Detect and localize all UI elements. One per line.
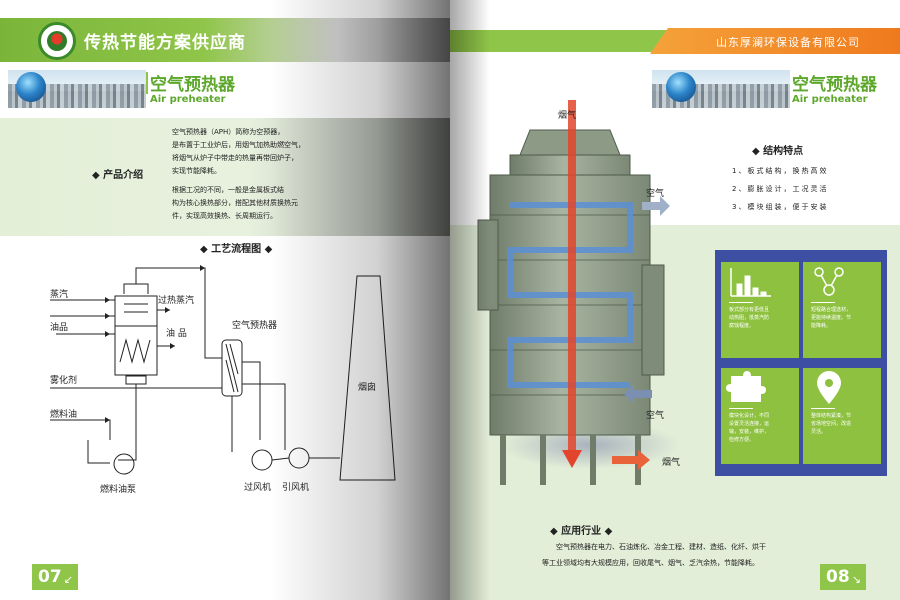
brand-slogan: 传热节能方案供应商 bbox=[84, 33, 246, 53]
label-superheated-steam: 过热蒸汽 bbox=[158, 294, 194, 306]
city-globe-banner-image bbox=[8, 70, 146, 108]
intro-line: 件，实现高效换热、长周期运行。 bbox=[172, 212, 277, 220]
feature-card: 模块化设计，不同设置灵活连接，运输，安装，维护， 检修方便。 bbox=[721, 368, 799, 464]
page-number-right: 08↘ bbox=[820, 564, 866, 590]
feature-card: 短程路合理选材， 更能持续温度。节能降耗。 bbox=[803, 262, 881, 358]
arrow-down-left-icon: ↙ bbox=[63, 573, 73, 586]
intro-line: 根据工况的不同，一般是金属板式结 bbox=[172, 186, 284, 194]
bar-chart-icon bbox=[730, 268, 771, 297]
arrow-left-icon bbox=[624, 384, 652, 404]
process-flow-diagram: 蒸汽 过热蒸汽 油品 油 品 雾化剂 燃料油 燃料油泵 空气预热器 过风机 引风… bbox=[50, 265, 396, 495]
puzzle-icon bbox=[726, 371, 766, 402]
feature-item: 3、模块组装，便于安装 bbox=[732, 203, 829, 211]
furnace-body bbox=[114, 326, 158, 376]
card-text-line: 检修方便。 bbox=[729, 437, 755, 443]
diagram-title-text: 工艺流程图 bbox=[211, 244, 262, 255]
page-title-right: 空气预热器 bbox=[792, 75, 877, 95]
intro-line: 将烟气从炉子中带走的热量再带回炉子， bbox=[172, 154, 298, 162]
page-subtitle: Air preheater bbox=[150, 94, 226, 105]
arrow-right-icon bbox=[642, 196, 670, 216]
location-pin-icon bbox=[817, 371, 841, 404]
intro-label: ◆ 产品介绍 bbox=[92, 170, 144, 181]
card-text-line: 腐蚀程度。 bbox=[729, 323, 755, 329]
label-flue-gas-top: 烟气 bbox=[558, 111, 577, 121]
arrow-right-orange-icon bbox=[612, 450, 650, 470]
diagram-title: ◆ 工艺流程图 ◆ bbox=[200, 244, 273, 255]
intro-line: 空气预热器（APH）简称为空预器， bbox=[172, 128, 285, 136]
company-logo-icon bbox=[38, 22, 76, 60]
label-chimney: 烟囱 bbox=[358, 381, 376, 393]
feature-card-grid: 板式部分有更低且动热阻，抵蒸汽防腐蚀程度。 短程路合理选材， 更能持续温度。节能降… bbox=[715, 250, 887, 476]
label-blower: 过风机 bbox=[244, 481, 271, 493]
card-text-line: 灵活。 bbox=[811, 429, 827, 435]
banner-divider bbox=[146, 72, 148, 94]
chimney-shape bbox=[339, 275, 396, 481]
page-title: 空气预热器 bbox=[150, 75, 235, 95]
company-name: 山东厚澜环保设备有限公司 bbox=[716, 36, 860, 49]
arrow-down-right-icon: ↘ bbox=[851, 573, 861, 586]
page-number-left: 07↙ bbox=[32, 564, 78, 590]
card-text-line: 输，安装，维护， bbox=[729, 429, 770, 435]
intro-line: 实现节能降耗。 bbox=[172, 167, 221, 175]
application-line-2: 等工业领域均有大规模应用，回收尾气、烟气、乏汽余热，节能降耗。 bbox=[542, 559, 759, 567]
card-text-line: 更能持续温度。节 bbox=[811, 315, 852, 321]
application-title-text: 应用行业 bbox=[561, 526, 602, 537]
feature-item: 1、板式结构，换热高效 bbox=[732, 167, 829, 175]
label-oil-out: 油 品 bbox=[166, 327, 187, 339]
card-text-line: 省场地空间，改造 bbox=[811, 421, 852, 427]
feature-card: 板式部分有更低且动热阻，抵蒸汽防腐蚀程度。 bbox=[721, 262, 799, 358]
card-text-line: 短程路合理选材， bbox=[811, 307, 852, 313]
intro-paragraph-2: 根据工况的不同，一般是金属板式结 构为核心换热部分，搭配其他材质换热元 件，实现… bbox=[172, 184, 298, 223]
globe-icon bbox=[16, 72, 46, 102]
globe-icon-right bbox=[666, 72, 696, 102]
label-atomizer: 雾化剂 bbox=[50, 374, 77, 386]
fuel-pump-shape bbox=[113, 453, 135, 475]
coil bbox=[119, 338, 151, 364]
furnace-upper bbox=[114, 295, 158, 327]
label-steam: 蒸汽 bbox=[50, 288, 68, 300]
page-subtitle-right: Air preheater bbox=[792, 94, 868, 105]
page-number-right-text: 08 bbox=[826, 567, 850, 587]
feature-item: 2、膨胀设计，工况灵活 bbox=[732, 185, 829, 193]
intro-label-text: 产品介绍 bbox=[103, 170, 144, 181]
left-page: 传热节能方案供应商 空气预热器 Air preheater ◆ 产品介绍 空气预… bbox=[0, 0, 450, 600]
label-air-preheater: 空气预热器 bbox=[232, 319, 277, 331]
label-air-out: 空气 bbox=[646, 189, 665, 199]
blower-shape bbox=[251, 449, 273, 471]
label-flue-gas-out: 烟气 bbox=[662, 458, 681, 468]
label-fuel-pump: 燃料油泵 bbox=[100, 483, 136, 495]
label-fuel-oil: 燃料油 bbox=[50, 408, 77, 420]
features-title: ◆ 结构特点 bbox=[752, 146, 804, 157]
induced-fan-shape bbox=[288, 447, 310, 469]
features-title-text: 结构特点 bbox=[763, 146, 804, 157]
card-text-line: 能降耗。 bbox=[811, 323, 832, 329]
intro-line: 是布置于工业炉后，用烟气加热助燃空气， bbox=[172, 141, 305, 149]
feature-card: 整体结构紧凑，节省场地空间，改造灵活。 bbox=[803, 368, 881, 464]
card-text-line: 模块化设计，不同 bbox=[729, 413, 770, 419]
card-text-line: 设置灵活连接，运 bbox=[729, 421, 770, 427]
intro-line: 构为核心换热部分，搭配其他材质换热元 bbox=[172, 199, 298, 207]
application-line-1: 空气预热器在电力、石油炼化、冶金工程、建材、造纸、化纤、烘干 bbox=[556, 543, 766, 551]
label-oil-in: 油品 bbox=[50, 321, 68, 333]
city-globe-banner-image-right bbox=[652, 70, 790, 108]
application-title: ◆ 应用行业 ◆ bbox=[550, 526, 613, 537]
right-header-accent bbox=[650, 28, 900, 54]
label-induced-fan: 引风机 bbox=[282, 481, 309, 493]
page-number-left-text: 07 bbox=[38, 567, 62, 587]
label-air-in: 空气 bbox=[646, 411, 665, 421]
card-text-line: 板式部分有更低且 bbox=[729, 307, 770, 313]
right-page: 山东厚澜环保设备有限公司 空气预热器 Air preheater bbox=[450, 0, 900, 600]
network-icon bbox=[814, 267, 844, 296]
card-text-line: 整体结构紧凑，节 bbox=[811, 413, 852, 419]
air-preheater-tower-illustration bbox=[477, 100, 680, 485]
card-text-line: 动热阻，抵蒸汽防 bbox=[729, 315, 770, 321]
intro-paragraph-1: 空气预热器（APH）简称为空预器， 是布置于工业炉后，用烟气加热助燃空气， 将烟… bbox=[172, 126, 305, 178]
